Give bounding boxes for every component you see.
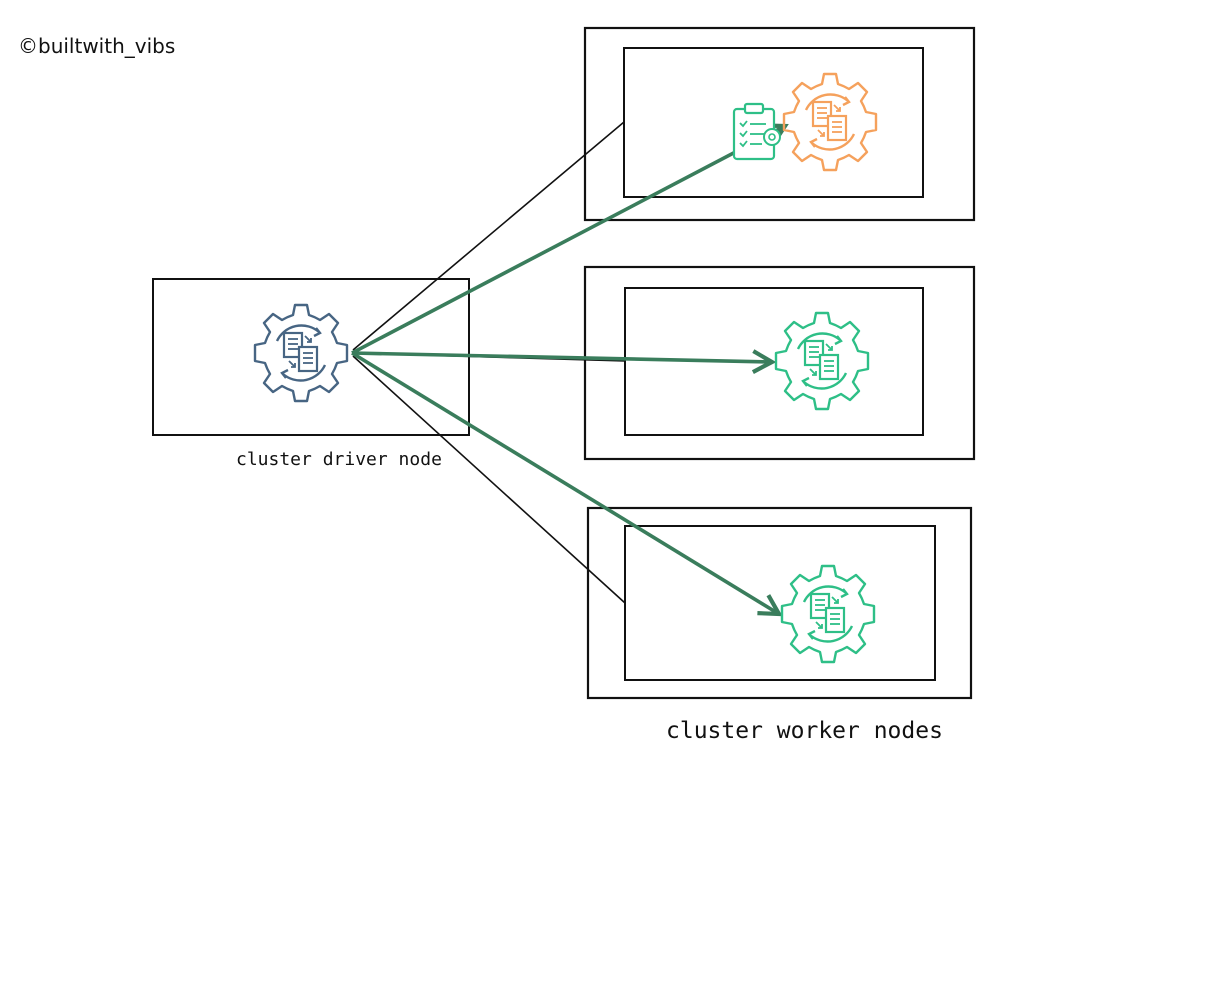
arrow-to-worker-1 <box>351 126 785 355</box>
copyright-watermark: ©builtwith_vibs <box>18 34 176 58</box>
worker-node-1 <box>583 26 976 222</box>
worker-3-gear-documents-icon <box>780 564 876 664</box>
arrow-to-worker-3 <box>351 351 779 614</box>
connector-line-worker-1 <box>352 121 625 351</box>
worker-node-2-outer-box <box>583 265 976 461</box>
connector-line-worker-3 <box>352 355 626 604</box>
worker-1-gear-documents-icon <box>782 72 878 172</box>
driver-node-label: cluster driver node <box>236 449 442 470</box>
arrow-to-worker-2 <box>351 353 772 362</box>
worker-2-gear-documents-icon <box>774 311 870 411</box>
worker-node-3-outer-box <box>586 506 973 700</box>
worker-node-1-outer-box <box>583 26 976 222</box>
worker-node-2-inner-box <box>624 287 924 436</box>
worker-1-clipboard-checklist-icon <box>732 102 782 161</box>
worker-node-3 <box>586 506 973 700</box>
worker-nodes-label: cluster worker nodes <box>666 718 943 744</box>
driver-gear-documents-icon <box>253 303 349 403</box>
worker-node-2 <box>583 265 976 461</box>
